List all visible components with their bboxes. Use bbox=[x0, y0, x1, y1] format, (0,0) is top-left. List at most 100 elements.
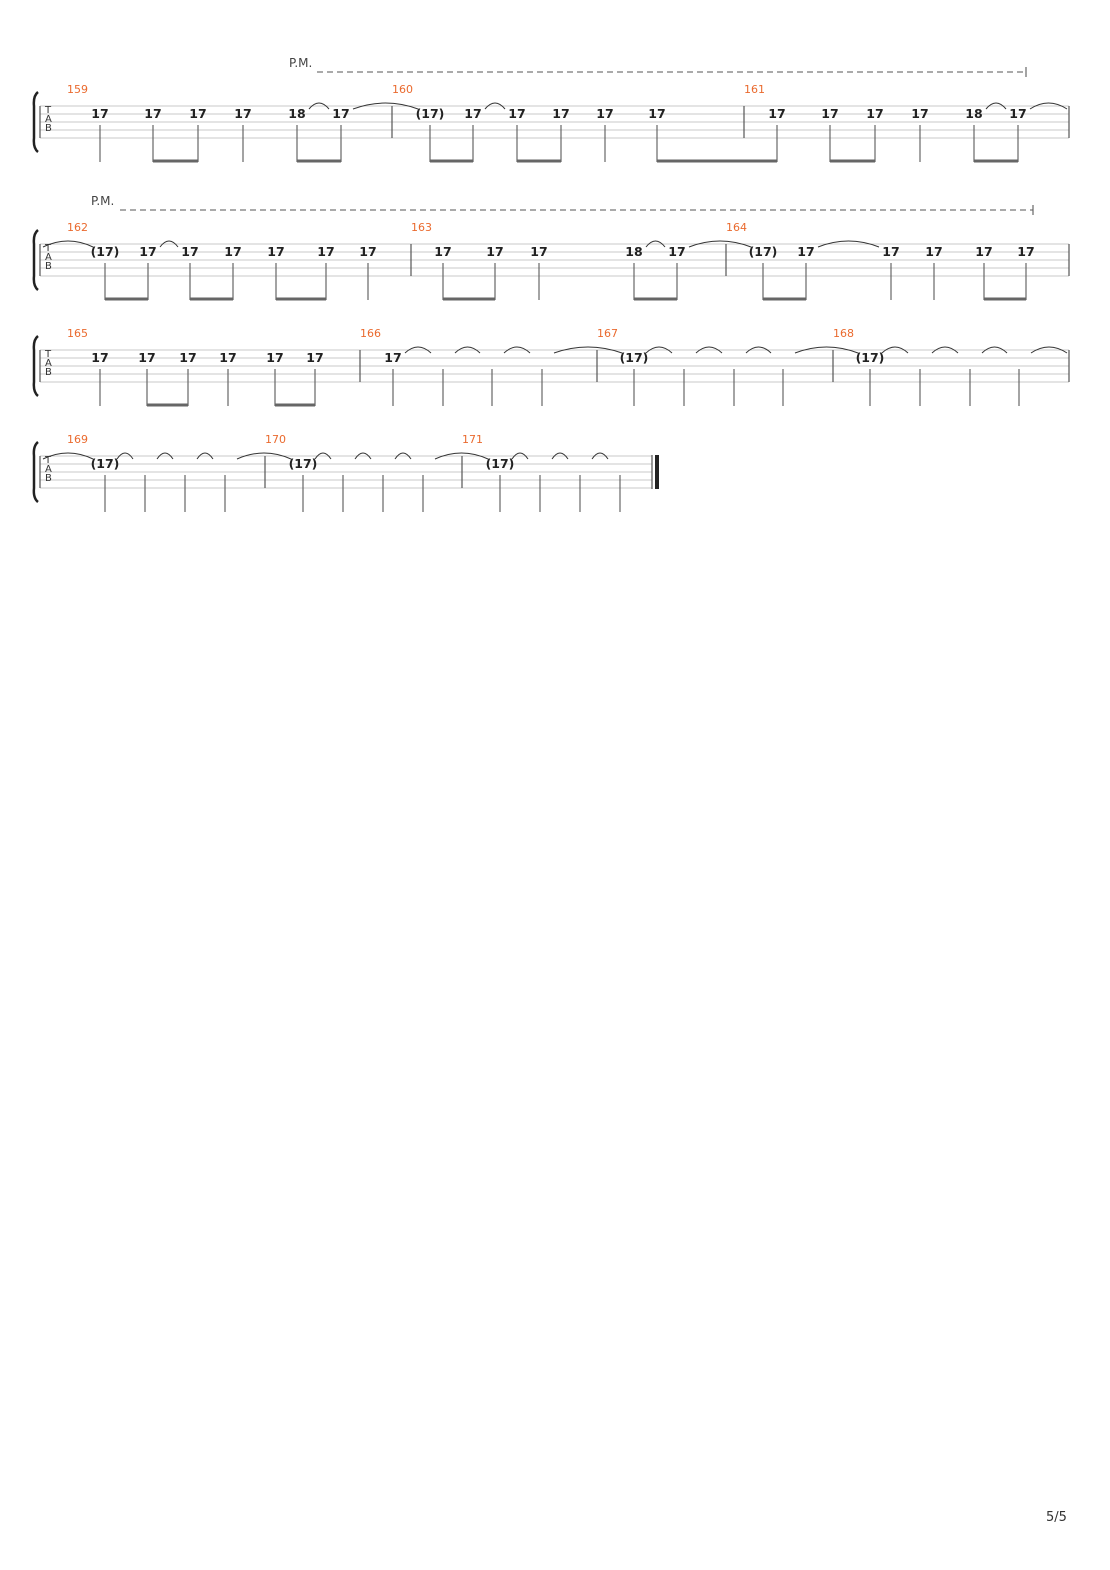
tie-arc bbox=[645, 240, 666, 248]
fret-number: 17 bbox=[975, 244, 992, 259]
measure-number: 159 bbox=[67, 83, 88, 96]
fret-number: 17 bbox=[596, 106, 613, 121]
measure-number: 166 bbox=[360, 327, 381, 340]
fret-number: 17 bbox=[882, 244, 899, 259]
fret-number: 18 bbox=[288, 106, 305, 121]
fret-number: 17 bbox=[648, 106, 665, 121]
fret-number: 17 bbox=[434, 244, 451, 259]
tab-clef-letter: A bbox=[45, 114, 52, 125]
fret-number: 17 bbox=[139, 244, 156, 259]
measure-number: 162 bbox=[67, 221, 88, 234]
fret-number: 17 bbox=[91, 350, 108, 365]
tie-arc bbox=[695, 346, 723, 354]
fret-number: (17) bbox=[620, 350, 649, 365]
fret-number: 17 bbox=[317, 244, 334, 259]
tie-arc bbox=[354, 452, 372, 460]
measure-number: 168 bbox=[833, 327, 854, 340]
tab-clef-letter: A bbox=[45, 252, 52, 263]
tab-clef-letter: T bbox=[44, 455, 52, 466]
tie-arc bbox=[236, 452, 292, 460]
tie-arc bbox=[156, 452, 174, 460]
fret-number: 17 bbox=[219, 350, 236, 365]
tie-arc bbox=[881, 346, 909, 354]
fret-number: 17 bbox=[1009, 106, 1026, 121]
tie-arc bbox=[551, 452, 569, 460]
fret-number: 18 bbox=[625, 244, 642, 259]
tab-clef-letter: B bbox=[45, 473, 52, 484]
fret-number: 17 bbox=[267, 244, 284, 259]
tie-arc bbox=[1029, 102, 1068, 110]
tie-arc bbox=[42, 452, 94, 460]
tie-arc bbox=[503, 346, 531, 354]
fret-number: 17 bbox=[138, 350, 155, 365]
fret-number: (17) bbox=[749, 244, 778, 259]
tie-arc bbox=[308, 102, 330, 110]
tie-arc bbox=[434, 452, 489, 460]
fret-number: 17 bbox=[925, 244, 942, 259]
tab-clef-letter: B bbox=[45, 367, 52, 378]
measure-number: 164 bbox=[726, 221, 747, 234]
tie-arc bbox=[454, 346, 481, 354]
fret-number: 17 bbox=[234, 106, 251, 121]
tie-arc bbox=[981, 346, 1008, 354]
tie-arc bbox=[794, 346, 859, 354]
fret-number: 18 bbox=[965, 106, 982, 121]
fret-number: 17 bbox=[911, 106, 928, 121]
tie-arc bbox=[352, 102, 419, 110]
tab-clef-letter: T bbox=[44, 349, 52, 360]
tie-arc bbox=[314, 452, 332, 460]
fret-number: 17 bbox=[332, 106, 349, 121]
fret-number: 17 bbox=[266, 350, 283, 365]
system-brace bbox=[32, 91, 39, 153]
fret-number: (17) bbox=[416, 106, 445, 121]
fret-number: (17) bbox=[289, 456, 318, 471]
fret-number: 17 bbox=[464, 106, 481, 121]
palm-mute-label: P.M. bbox=[289, 56, 312, 70]
fret-number: 17 bbox=[224, 244, 241, 259]
fret-number: (17) bbox=[486, 456, 515, 471]
fret-number: 17 bbox=[668, 244, 685, 259]
fret-number: 17 bbox=[384, 350, 401, 365]
tie-arc bbox=[985, 102, 1007, 110]
fret-number: (17) bbox=[856, 350, 885, 365]
tie-arc bbox=[394, 452, 412, 460]
tie-arc bbox=[116, 452, 134, 460]
measure-number: 163 bbox=[411, 221, 432, 234]
tie-arc bbox=[511, 452, 529, 460]
tie-arc bbox=[591, 452, 609, 460]
fret-number: 17 bbox=[181, 244, 198, 259]
tie-arc bbox=[404, 346, 432, 354]
system-brace bbox=[32, 335, 39, 397]
tab-clef-letter: T bbox=[44, 105, 52, 116]
system-brace bbox=[32, 441, 39, 503]
tie-arc bbox=[1030, 346, 1068, 354]
system-brace bbox=[32, 229, 39, 291]
fret-number: 17 bbox=[530, 244, 547, 259]
tie-arc bbox=[931, 346, 959, 354]
measure-number: 170 bbox=[265, 433, 286, 446]
tie-arc bbox=[484, 102, 506, 110]
fret-number: 17 bbox=[797, 244, 814, 259]
tab-clef-letter: A bbox=[45, 358, 52, 369]
fret-number: 17 bbox=[1017, 244, 1034, 259]
tie-arc bbox=[553, 346, 623, 354]
fret-number: 17 bbox=[179, 350, 196, 365]
tab-clef-letter: B bbox=[45, 261, 52, 272]
page-number: 5/5 bbox=[1046, 1510, 1067, 1525]
tie-arc bbox=[688, 240, 752, 248]
measure-number: 167 bbox=[597, 327, 618, 340]
tab-clef-letter: T bbox=[44, 243, 52, 254]
tie-arc bbox=[42, 240, 94, 248]
fret-number: 17 bbox=[508, 106, 525, 121]
fret-number: 17 bbox=[866, 106, 883, 121]
measure-number: 171 bbox=[462, 433, 483, 446]
measure-number: 161 bbox=[744, 83, 765, 96]
tie-arc bbox=[159, 240, 179, 248]
fret-number: 17 bbox=[552, 106, 569, 121]
fret-number: 17 bbox=[486, 244, 503, 259]
fret-number: 17 bbox=[359, 244, 376, 259]
measure-number: 165 bbox=[67, 327, 88, 340]
